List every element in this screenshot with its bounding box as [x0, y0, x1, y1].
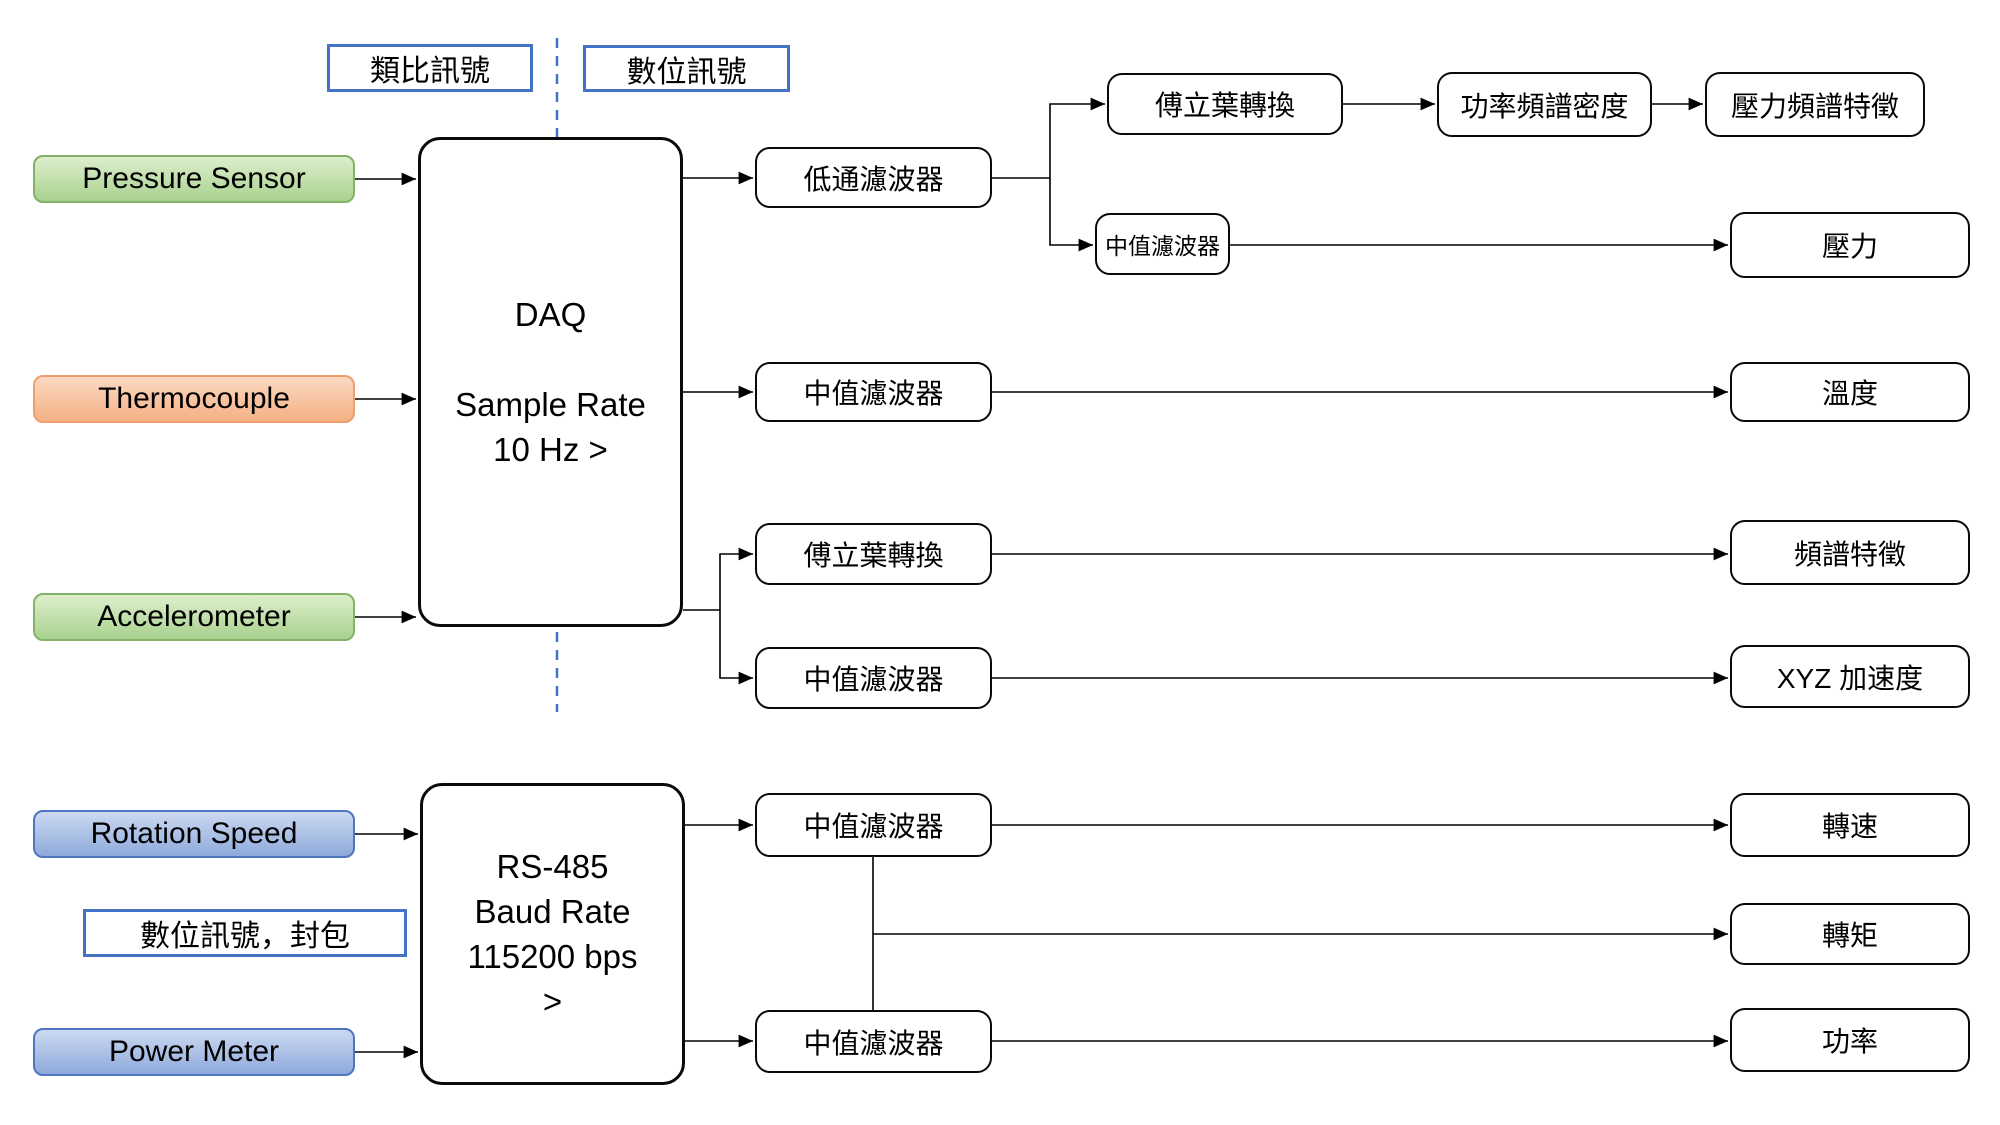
- median-filter-temperature-label: 中值濾波器: [803, 378, 944, 409]
- rs485-title: RS-485: [496, 848, 609, 885]
- daq-box: DAQ Sample Rate 10 Hz >: [418, 137, 683, 627]
- output-pressure-box: 壓力: [1730, 212, 1970, 278]
- median-filter-accel-box: 中值濾波器: [755, 647, 992, 709]
- output-power-label: 功率: [1821, 1026, 1878, 1057]
- output-temperature-box: 溫度: [1730, 362, 1970, 422]
- connector-lines: [355, 97, 1728, 1059]
- power-spectral-density-box: 功率頻譜密度: [1437, 72, 1652, 137]
- median-filter-accel-label: 中值濾波器: [803, 664, 944, 695]
- accelerometer-label: Accelerometer: [97, 600, 291, 633]
- pressure-sensor-label: Pressure Sensor: [82, 162, 306, 195]
- lowpass-filter-label: 低通濾波器: [803, 163, 944, 195]
- thermocouple-label: Thermocouple: [98, 382, 290, 415]
- output-temperature-label: 溫度: [1821, 378, 1878, 409]
- output-pressure-label: 壓力: [1821, 231, 1878, 262]
- digital-signal-text: 數位訊號: [626, 55, 747, 89]
- output-xyz-accel-box: XYZ 加速度: [1730, 645, 1970, 708]
- output-speed-label: 轉速: [1821, 811, 1878, 842]
- daq-title: DAQ: [514, 296, 587, 333]
- rs485-box: RS-485 Baud Rate 115200 bps >: [420, 783, 685, 1085]
- rs485-baud-rate-label: Baud Rate: [474, 893, 631, 930]
- output-xyz-accel-label: XYZ 加速度: [1776, 662, 1924, 694]
- daq-sample-rate-label: Sample Rate: [455, 386, 646, 423]
- median-filter-pressure-label: 中值濾波器: [1105, 233, 1220, 259]
- fourier-transform-pressure-box: 傅立葉轉換: [1107, 73, 1343, 135]
- median-filter-speed-box: 中值濾波器: [755, 793, 992, 857]
- fourier-transform-pressure-label: 傅立葉轉換: [1154, 90, 1295, 121]
- power-meter-label: Power Meter: [108, 1035, 280, 1068]
- rs485-baud-rate-value: 115200 bps: [467, 938, 638, 975]
- output-spectral-box: 頻譜特徵: [1730, 520, 1970, 585]
- median-filter-temperature-box: 中值濾波器: [755, 362, 992, 422]
- output-speed-box: 轉速: [1730, 793, 1970, 857]
- rotation-speed-label: Rotation Speed: [90, 817, 298, 850]
- output-torque-box: 轉矩: [1730, 903, 1970, 965]
- output-pressure-spectral-box: 壓力頻譜特徵: [1705, 72, 1925, 137]
- digital-packet-signal-label: 數位訊號，封包: [83, 909, 407, 957]
- median-filter-power-label: 中值濾波器: [803, 1027, 944, 1059]
- digital-signal-label: 數位訊號: [583, 45, 790, 92]
- output-torque-label: 轉矩: [1821, 920, 1878, 951]
- fourier-transform-accel-label: 傅立葉轉換: [803, 540, 944, 571]
- output-power-box: 功率: [1730, 1008, 1970, 1072]
- daq-sample-rate-value: 10 Hz >: [493, 431, 608, 468]
- power-spectral-density-label: 功率頻譜密度: [1460, 90, 1629, 122]
- rs485-gt-symbol: >: [542, 983, 563, 1020]
- median-filter-power-box: 中值濾波器: [755, 1010, 992, 1073]
- rotation-speed-box: Rotation Speed: [33, 810, 355, 858]
- thermocouple-box: Thermocouple: [33, 375, 355, 423]
- analog-signal-text: 類比訊號: [370, 55, 490, 88]
- output-spectral-label: 頻譜特徵: [1793, 538, 1906, 570]
- median-filter-pressure-box: 中值濾波器: [1095, 213, 1230, 275]
- accelerometer-box: Accelerometer: [33, 593, 355, 641]
- fourier-transform-accel-box: 傅立葉轉換: [755, 523, 992, 585]
- output-pressure-spectral-label: 壓力頻譜特徵: [1730, 90, 1899, 122]
- median-filter-speed-label: 中值濾波器: [803, 811, 944, 842]
- digital-packet-signal-text: 數位訊號，封包: [140, 920, 350, 953]
- power-meter-box: Power Meter: [33, 1028, 355, 1076]
- analog-signal-label: 類比訊號: [327, 44, 533, 92]
- pressure-sensor-box: Pressure Sensor: [33, 155, 355, 203]
- lowpass-filter-box: 低通濾波器: [755, 147, 992, 208]
